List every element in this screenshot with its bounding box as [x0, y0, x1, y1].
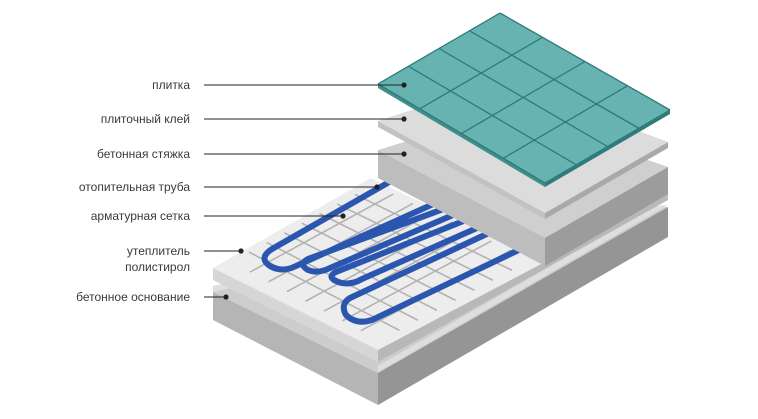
tile-adhesive-side	[545, 142, 668, 219]
tile-grout-line	[461, 60, 586, 135]
tile-front	[378, 84, 545, 187]
label-mesh-marker	[340, 213, 346, 219]
concrete-screed-front	[378, 150, 545, 266]
label-tile: плитка	[152, 78, 407, 92]
label-screed: бетонная стяжка	[97, 147, 407, 161]
insulation-top	[213, 178, 545, 350]
label-screed-text: бетонная стяжка	[97, 147, 190, 161]
label-mesh-text: арматурная сетка	[91, 209, 191, 223]
mesh-wire	[319, 213, 475, 291]
tile-grout-line	[377, 12, 501, 85]
label-heating-pipe: отопительная труба	[79, 180, 380, 194]
tile-grout-line	[419, 36, 543, 110]
tile-layer	[377, 12, 671, 187]
label-heating-pipe-text: отопительная труба	[79, 180, 190, 194]
label-tile-adhesive: плиточный клей	[101, 112, 407, 126]
tile-grout-line	[502, 85, 628, 159]
label-insulation-marker	[238, 248, 244, 254]
tile-grout-lines	[377, 12, 671, 184]
tile-grout-line	[544, 109, 671, 184]
label-mesh: арматурная сетка	[91, 209, 346, 223]
label-insulation-text-line2: полистирол	[125, 260, 190, 274]
label-tile-marker	[401, 82, 407, 88]
label-insulation-text-line1: утеплитель	[127, 244, 190, 258]
label-base-marker	[223, 294, 229, 300]
label-tile-adhesive-marker	[401, 116, 407, 122]
label-base-text: бетонное основание	[76, 290, 190, 304]
insulation-front	[213, 268, 378, 362]
tile-side	[545, 110, 670, 187]
concrete-base-side	[378, 207, 668, 405]
tile-adhesive-front	[378, 121, 545, 219]
reinforcing-mesh	[248, 193, 513, 332]
concrete-screed-side	[545, 167, 668, 266]
concrete-base-front	[213, 292, 378, 405]
label-base: бетонное основание	[76, 290, 229, 304]
label-tile-adhesive-text: плиточный клей	[101, 112, 190, 126]
mesh-wire	[342, 240, 492, 322]
label-tile-text: плитка	[152, 78, 190, 92]
label-insulation: утеплитель полистирол	[125, 244, 244, 274]
label-screed-marker	[401, 151, 407, 157]
label-heating-pipe-marker	[374, 184, 380, 190]
